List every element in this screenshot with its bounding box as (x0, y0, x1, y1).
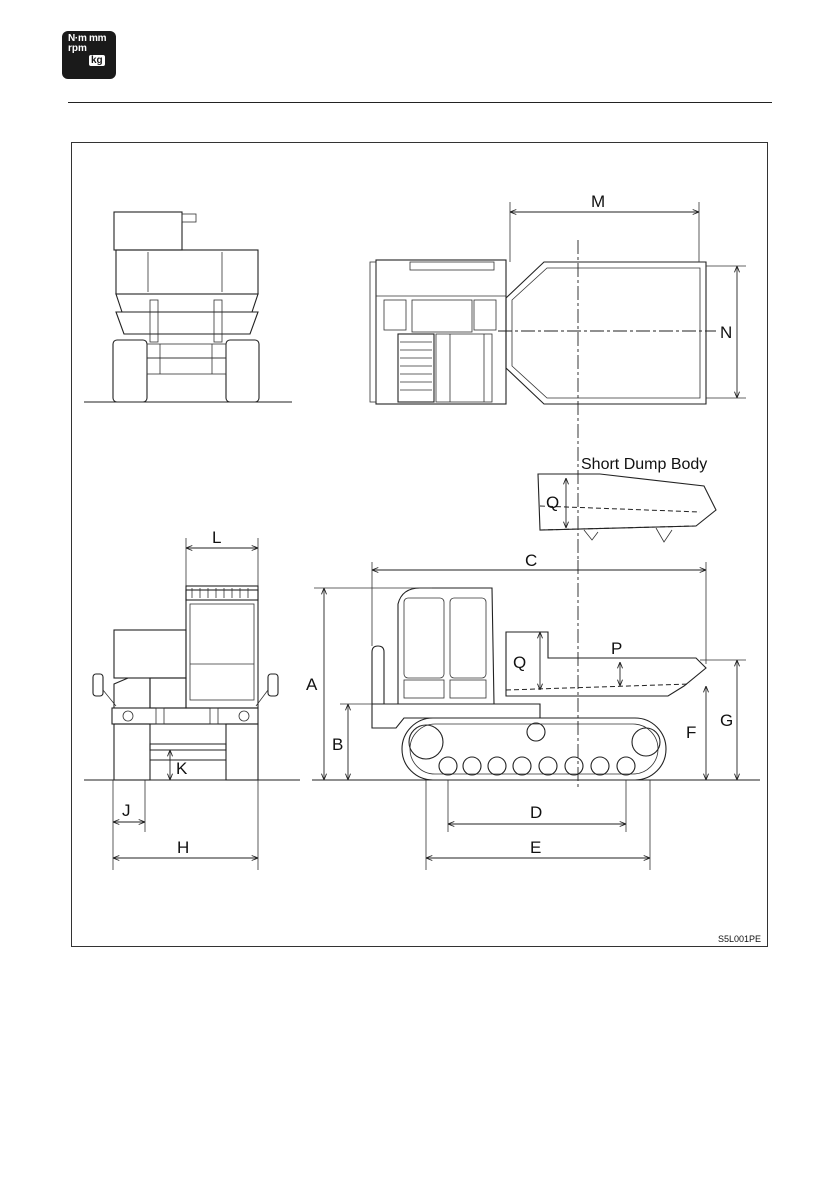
label-Q: Q (513, 653, 526, 672)
rear-view-top-left (84, 212, 292, 402)
label-K: K (176, 759, 188, 778)
short-dump-body (538, 474, 716, 542)
label-N: N (720, 323, 732, 342)
label-G: G (720, 711, 733, 730)
label-L: L (212, 528, 221, 547)
label-B: B (332, 735, 343, 754)
label-C: C (525, 551, 537, 570)
figure-code: S5L001PE (718, 934, 761, 944)
label-M: M (591, 192, 605, 211)
label-P: P (611, 639, 622, 658)
label-J: J (122, 801, 131, 820)
label-A: A (306, 675, 318, 694)
caption-short-dump-body: Short Dump Body (581, 456, 707, 473)
label-E: E (530, 838, 541, 857)
side-view (312, 560, 760, 870)
label-D: D (530, 803, 542, 822)
label-H: H (177, 838, 189, 857)
label-Q-short: Q (546, 493, 559, 512)
front-view (84, 538, 300, 870)
label-F: F (686, 723, 696, 742)
